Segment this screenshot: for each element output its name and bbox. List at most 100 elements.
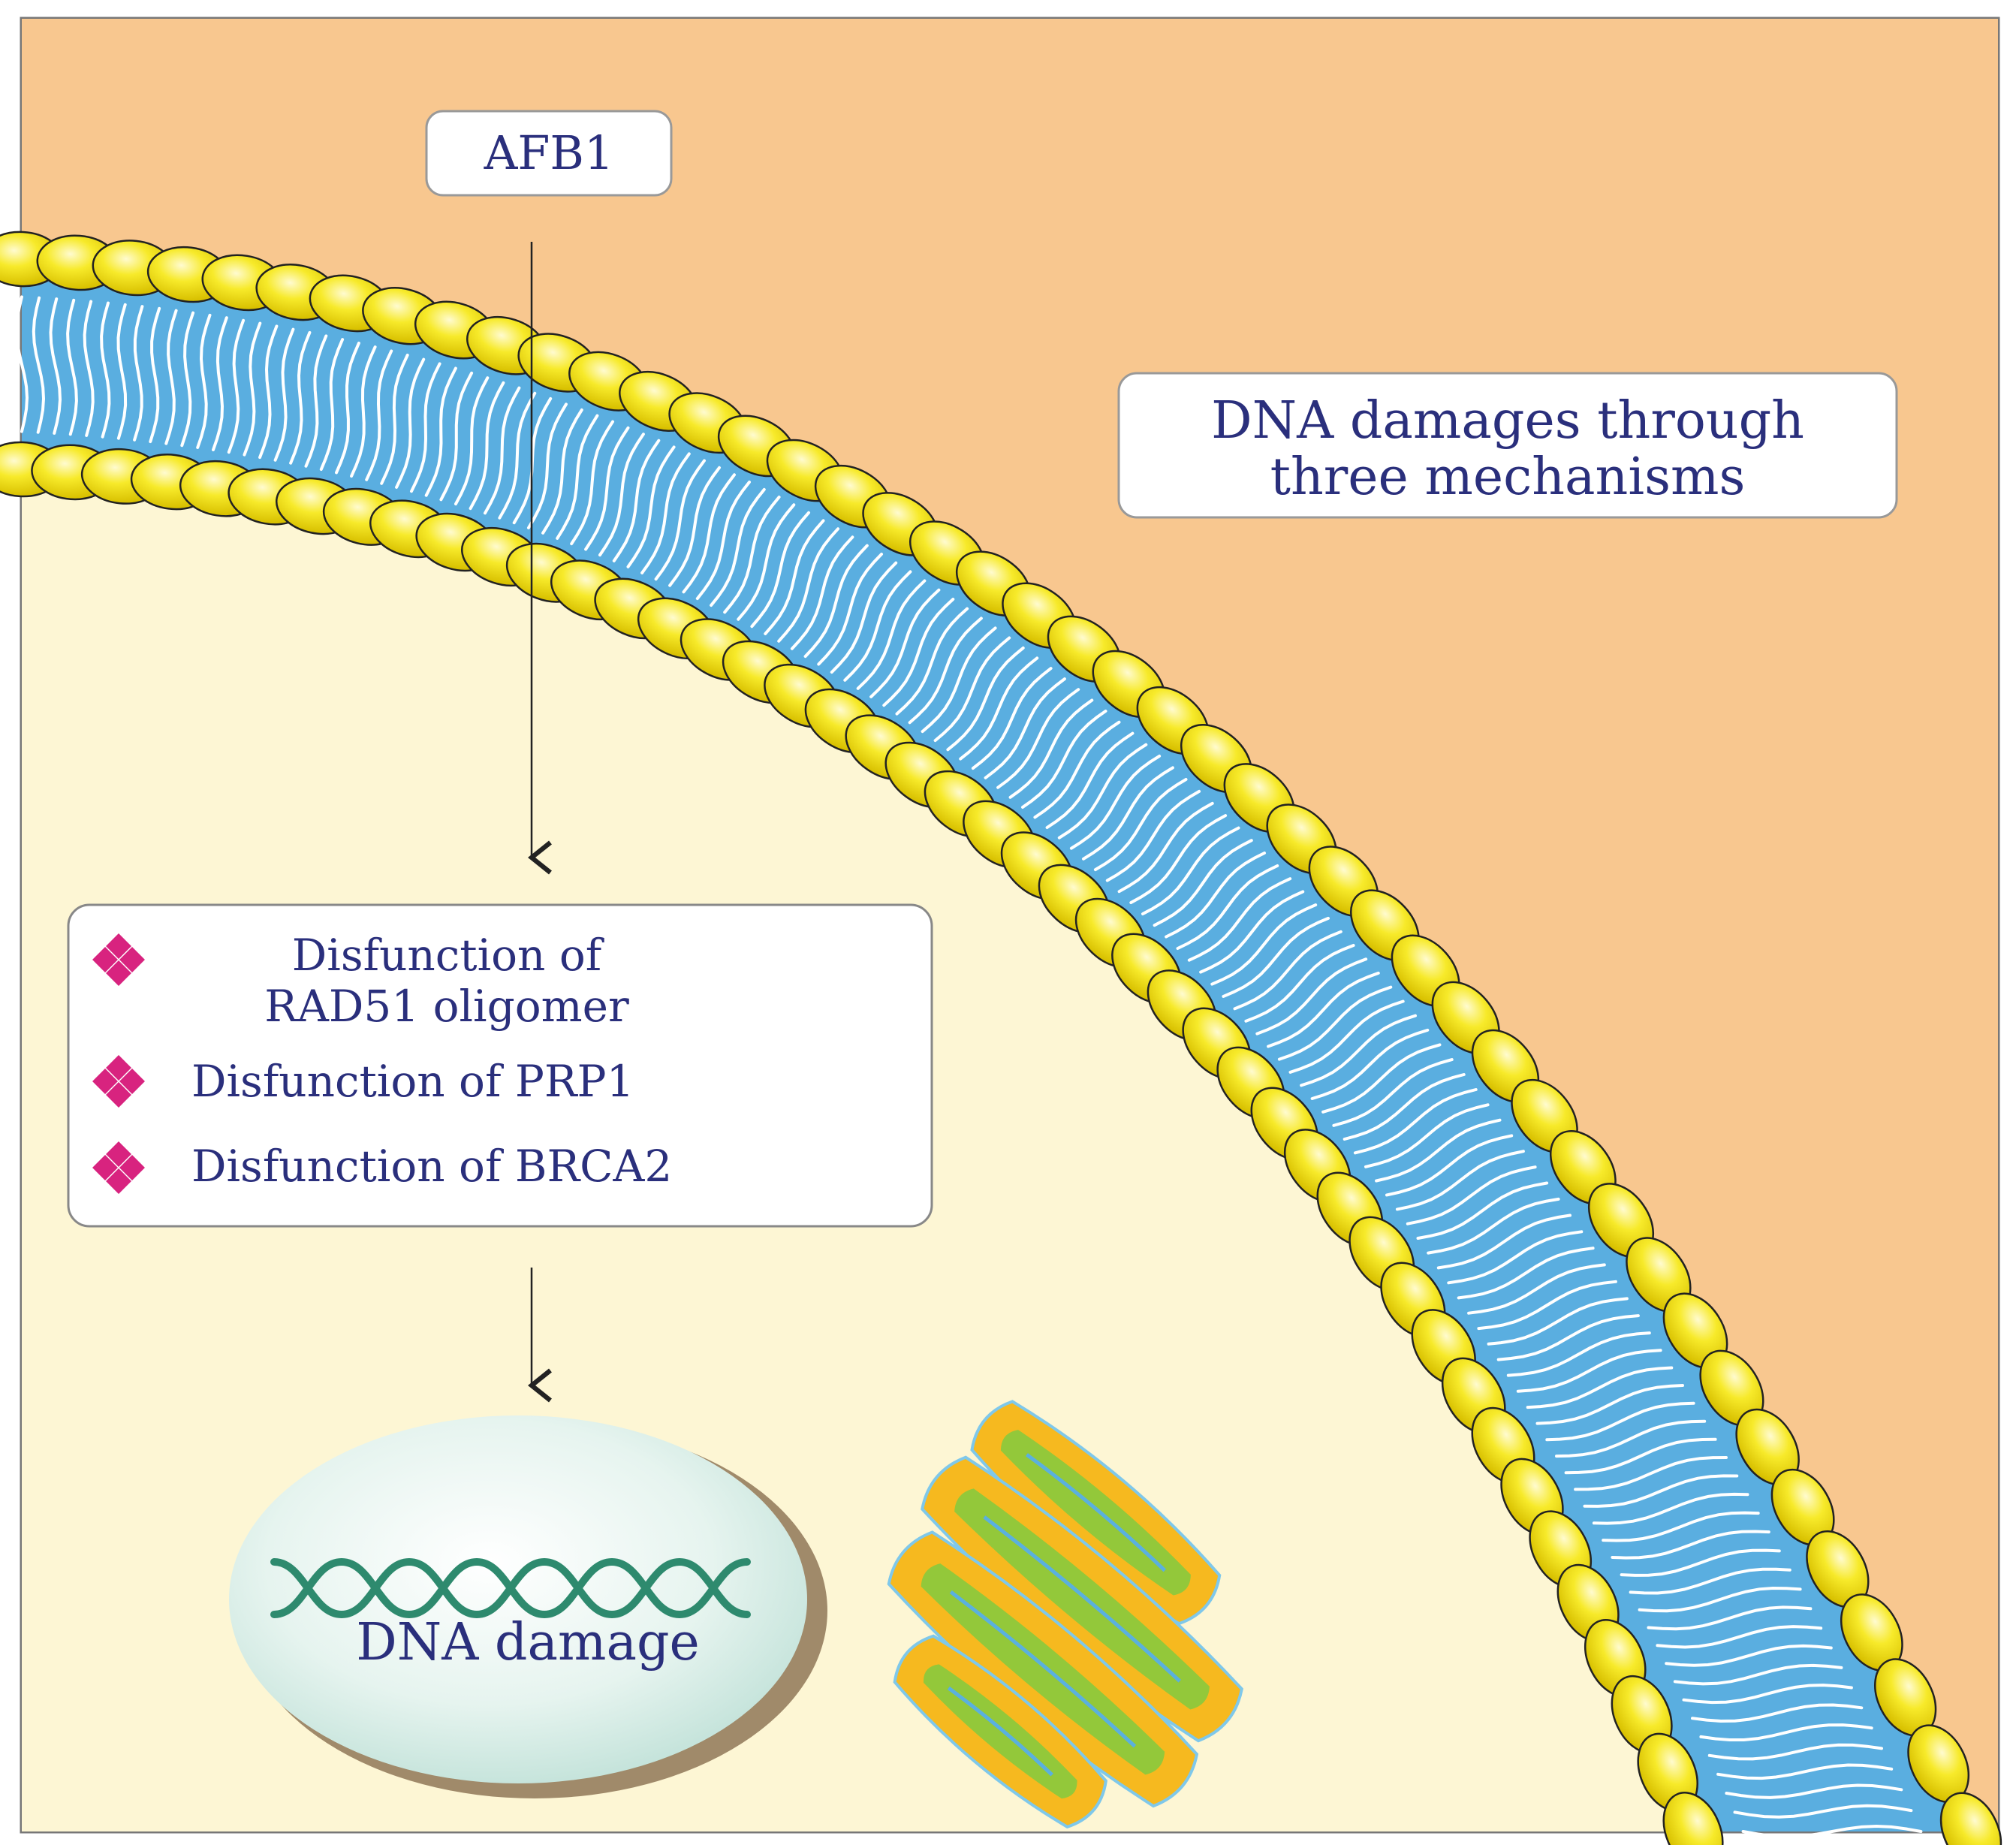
lipid-tail: [570, 420, 614, 546]
lipid-tail: [1647, 1605, 1813, 1631]
lipid-tail: [1733, 1804, 1913, 1819]
golgi-organelle-icon: [887, 1400, 1243, 1829]
lipid-tail: [1638, 1586, 1802, 1613]
afb1-node: AFB1: [425, 110, 673, 197]
lipid-tail: [1321, 1043, 1442, 1114]
lipid-tail: [1526, 1366, 1674, 1409]
lipid-tail: [1277, 985, 1393, 1061]
lipid-tail: [1506, 1331, 1651, 1377]
lipid-tail: [1375, 1118, 1502, 1183]
lipid-tail: [1406, 1165, 1537, 1225]
lipid-head: [1939, 1792, 2002, 1845]
lipid-tail: [1353, 1088, 1478, 1155]
lipid-tail: [258, 324, 279, 460]
lipid-tail: [1288, 999, 1405, 1074]
lipid-tail: [1574, 1456, 1728, 1491]
lipid-tail: [1535, 1384, 1684, 1425]
lipid-tail: [365, 349, 393, 481]
lipid-tail: [1611, 1530, 1770, 1560]
lipid-tail: [1176, 864, 1279, 950]
lipid-tail: [1165, 852, 1266, 939]
lipid-heads: [0, 231, 2002, 1845]
dysfunction-brca2: Disfunction of BRCA2: [191, 1141, 672, 1192]
lipid-tail: [380, 353, 409, 485]
lipid-tail: [1416, 1181, 1549, 1240]
lipid-tail: [1199, 890, 1305, 974]
lipid-tail: [1210, 903, 1318, 986]
lipid-tail: [682, 473, 736, 594]
lipid-tail: [921, 626, 997, 734]
lipid-tail: [1093, 778, 1188, 872]
lipid-tail: [1332, 1058, 1454, 1127]
lipid-tail: [212, 316, 228, 451]
lipid-tail: [350, 345, 377, 478]
lipid-tail: [933, 636, 1011, 743]
lipid-head: [1662, 1792, 1724, 1845]
lipid-tail: [1342, 1073, 1466, 1141]
lipid-tail: [116, 303, 128, 440]
lipid-tail: [439, 371, 474, 502]
lipid-tail: [304, 334, 328, 468]
mechanisms-line-1: DNA damages through: [1211, 391, 1804, 451]
lipid-tail: [710, 487, 766, 607]
lipid-tail: [100, 301, 111, 439]
lipid-tail: [1656, 1625, 1823, 1649]
lipid-tail: [227, 318, 246, 454]
lipid-tail: [1364, 1103, 1490, 1168]
lipid-tail: [1592, 1492, 1749, 1525]
mechanisms-node: DNA damages through three mechanisms: [1117, 372, 1898, 519]
lipid-tail: [1673, 1663, 1843, 1686]
lipid-tail: [1725, 1783, 1903, 1799]
lipid-tail: [1427, 1197, 1560, 1255]
lipid-tail: [843, 570, 912, 682]
lipid-tail: [584, 426, 630, 551]
lipid-tail: [1187, 877, 1292, 962]
lipid-tail: [1629, 1567, 1791, 1595]
lipid-tail: [1045, 731, 1135, 829]
lipid-tail: [1564, 1437, 1717, 1475]
lipid-tail: [668, 466, 721, 587]
lipid-tail: [1008, 698, 1094, 799]
lipid-tail: [946, 646, 1025, 752]
lipid-tail: [764, 519, 825, 635]
bullet-diamond-icon: [92, 1141, 145, 1194]
lipid-tail: [32, 296, 46, 434]
lipid-tails: [14, 295, 1923, 1839]
lipid-tail: [640, 452, 691, 574]
lipid-tail: [1545, 1401, 1695, 1442]
lipid-tail: [319, 338, 345, 471]
lipid-tail: [1620, 1548, 1781, 1577]
lipid-tail: [243, 321, 262, 457]
lipid-tail: [1082, 766, 1174, 861]
lipid-tail: [869, 588, 941, 698]
nucleus: DNA damage: [229, 1415, 827, 1798]
lipid-tail: [1477, 1280, 1617, 1331]
lipid-tail: [1487, 1297, 1629, 1346]
lipid-tail: [1457, 1247, 1595, 1300]
lipid-tail: [49, 297, 62, 435]
lipid-tail: [1255, 957, 1368, 1036]
dysfunction-prp1: Disfunction of PRP1: [191, 1056, 634, 1107]
lipid-tail: [1021, 710, 1107, 809]
lipid-tail: [133, 305, 144, 442]
lipid-tail: [1033, 720, 1121, 819]
lipid-tail: [1447, 1230, 1584, 1285]
lipid-tail: [1665, 1644, 1833, 1667]
lipid-tail: [395, 357, 426, 489]
lipid-tail: [598, 433, 645, 557]
lipid-tail: [908, 617, 983, 725]
lipid-tail: [498, 391, 537, 520]
cell-membrane: [22, 259, 1971, 1831]
lipid-tail: [1385, 1134, 1514, 1197]
lipid-tail: [817, 553, 883, 666]
lipid-tail: [1129, 814, 1228, 904]
lipid-tail: [803, 544, 869, 659]
afb1-label: AFB1: [484, 125, 614, 180]
lipid-tail: [1267, 971, 1380, 1048]
dysfunction-item: Disfunction of RAD51 oligomer: [92, 930, 629, 1032]
dysfunction-item: Disfunction of BRCA2: [92, 1141, 672, 1194]
lipid-tail: [777, 527, 839, 643]
lipid-tail: [1516, 1349, 1662, 1393]
lipid-tail: [424, 366, 457, 497]
